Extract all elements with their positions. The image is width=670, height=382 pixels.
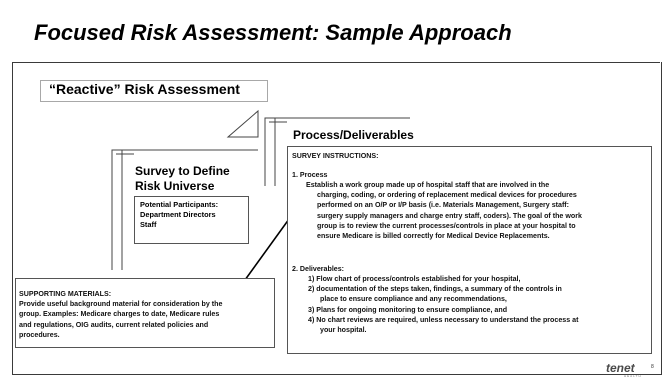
reactive-title: “Reactive” Risk Assessment — [49, 81, 240, 97]
survey-step-outline — [111, 149, 123, 270]
reactive-box — [40, 80, 268, 102]
deliverable-line: 1) Flow chart of process/controls establ… — [308, 275, 521, 283]
supporting-line: and regulations, OIG audits, current rel… — [19, 320, 209, 329]
process-heading: Process/Deliverables — [293, 128, 414, 142]
process-text: Establish a work group made up of hospit… — [306, 180, 582, 241]
participant-item: Staff — [140, 220, 157, 229]
deliverables-label: 2. Deliverables: — [292, 265, 345, 273]
participants-box — [134, 196, 249, 244]
instructions-box — [287, 146, 652, 354]
survey-title-line: Survey to Define — [135, 164, 230, 178]
supporting-heading: SUPPORTING MATERIALS: — [19, 290, 112, 298]
supporting-line: Provide useful background material for c… — [19, 300, 223, 309]
survey-title-line: Risk Universe — [135, 179, 215, 193]
process-label: 1. Process — [292, 171, 328, 179]
process-line: performed on an O/P or I/P basis (i.e. M… — [317, 201, 570, 210]
deliverable-line: 3) Plans for ongoing monitoring to ensur… — [308, 305, 508, 314]
participant-item: Department Directors — [140, 210, 216, 219]
supporting-line: procedures. — [19, 330, 60, 339]
participants-text: Potential Participants: Department Direc… — [140, 200, 218, 230]
deliverable-line: 4) No chart reviews are required, unless… — [308, 315, 579, 324]
slide-frame — [12, 62, 662, 374]
process-line: charging, coding, or ordering of replace… — [317, 191, 577, 200]
survey-title: Survey to Define Risk Universe — [135, 164, 230, 194]
participants-label: Potential Participants: — [140, 200, 219, 209]
title-divider — [12, 62, 660, 63]
process-line: surgery supply managers and charge entry… — [317, 211, 582, 220]
process-step-outline — [264, 117, 276, 186]
deliverable-line: 2) documentation of the steps taken, fin… — [308, 285, 562, 294]
deliverables-text: 1) Flow chart of process/controls establ… — [308, 274, 578, 335]
supporting-text: SUPPORTING MATERIALS: Provide useful bac… — [19, 289, 222, 340]
tenet-logo-sub: HEALTH — [624, 374, 642, 378]
slide-title: Focused Risk Assessment: Sample Approach — [34, 20, 512, 45]
deliverable-line: your hospital. — [320, 326, 367, 335]
triangle-shape — [226, 109, 259, 138]
deliverable-line: place to ensure compliance and any recom… — [320, 295, 507, 304]
process-line: Establish a work group made up of hospit… — [306, 181, 550, 189]
process-line: group is to review the current processes… — [317, 221, 576, 230]
supporting-box — [15, 278, 275, 348]
supporting-line: group. Examples: Medicare charges to dat… — [19, 310, 220, 319]
tenet-logo: tenet — [606, 361, 635, 375]
process-line: ensure Medicare is billed correctly for … — [317, 232, 550, 241]
page-number: 8 — [651, 364, 654, 370]
instructions-heading: SURVEY INSTRUCTIONS: — [292, 152, 379, 160]
bottom-divider — [12, 374, 662, 375]
